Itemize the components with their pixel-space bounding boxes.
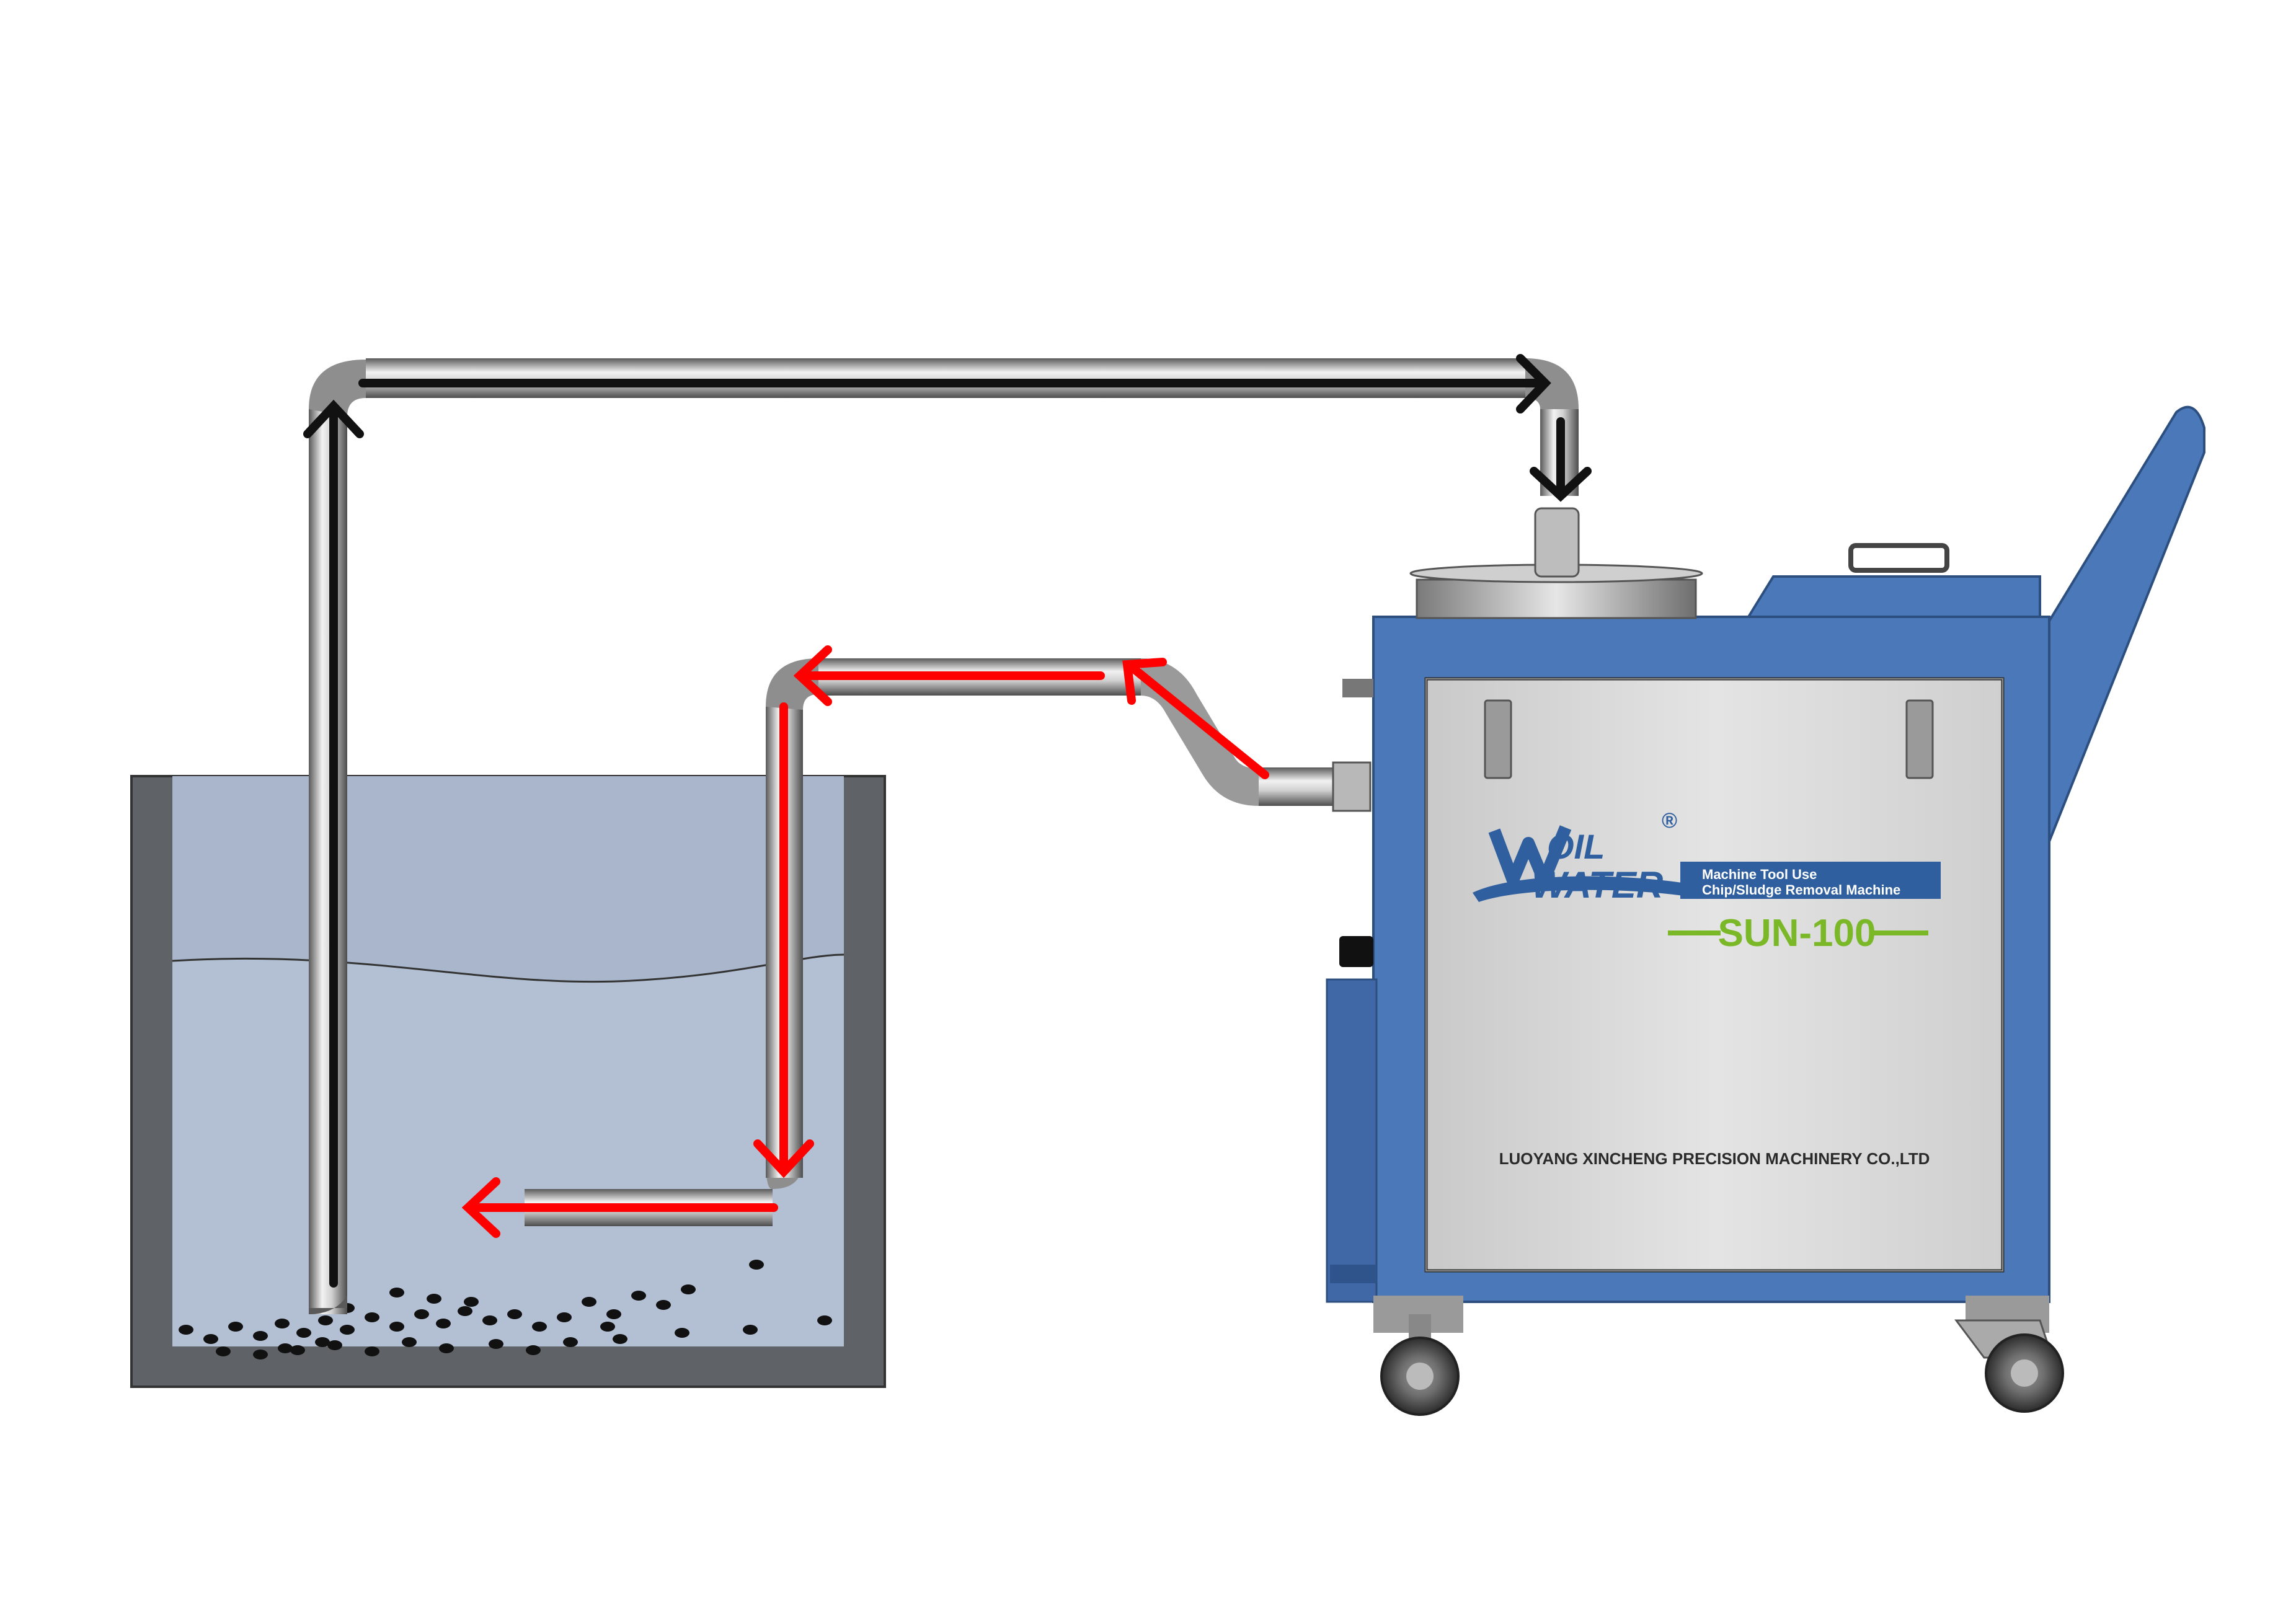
manufacturer-name: LUOYANG XINCHENG PRECISION MACHINERY CO.… bbox=[1499, 1149, 1930, 1168]
chip-particle-icon bbox=[482, 1315, 497, 1325]
suction-pipe bbox=[309, 358, 1579, 1314]
chip-particle-icon bbox=[436, 1319, 451, 1328]
chip-particle-icon bbox=[458, 1306, 472, 1316]
chip-particle-icon bbox=[315, 1337, 330, 1347]
caster-wheel bbox=[1380, 1314, 1460, 1416]
chip-particle-icon bbox=[439, 1343, 454, 1353]
chip-particle-icon bbox=[179, 1260, 832, 1359]
chip-particle-icon bbox=[743, 1325, 758, 1335]
chip-particle-icon bbox=[563, 1337, 578, 1347]
chip-particle-icon bbox=[216, 1346, 231, 1356]
chip-particle-icon bbox=[290, 1345, 305, 1355]
chip-particle-icon bbox=[600, 1322, 615, 1332]
chip-particle-icon bbox=[507, 1309, 522, 1319]
chip-particle-icon bbox=[582, 1297, 596, 1307]
removal-machine bbox=[1326, 405, 2205, 1416]
panel-latch bbox=[1484, 699, 1512, 779]
chip-particle-icon bbox=[606, 1309, 621, 1319]
chip-particle-icon bbox=[613, 1334, 627, 1344]
chip-particle-icon bbox=[278, 1343, 293, 1353]
tagline-bar: Machine Tool Use Chip/Sludge Removal Mac… bbox=[1680, 862, 1941, 899]
registered-mark: ® bbox=[1662, 809, 1677, 833]
chip-particle-icon bbox=[318, 1315, 333, 1325]
suction-flow-arrows bbox=[303, 354, 1592, 1288]
logo-bottom-text: WATER bbox=[1531, 864, 1663, 906]
return-flow-arrows bbox=[461, 645, 1269, 1238]
chip-particle-icon bbox=[179, 1325, 193, 1335]
chip-particle-icon bbox=[427, 1294, 441, 1304]
chip-particle-icon bbox=[340, 1325, 355, 1335]
logo-swoosh-icon bbox=[1473, 876, 1687, 902]
chip-particle-icon bbox=[749, 1260, 764, 1270]
chip-particle-icon bbox=[275, 1319, 290, 1328]
chip-particle-icon bbox=[389, 1288, 404, 1297]
chip-particle-icon bbox=[365, 1312, 379, 1322]
lid-handle bbox=[1848, 543, 1949, 573]
panel-latch bbox=[1905, 699, 1934, 779]
chip-particle-icon bbox=[557, 1312, 572, 1322]
model-label: SUN-100 bbox=[1668, 912, 1928, 955]
coolant-surface bbox=[172, 955, 844, 1346]
chip-particle-icon bbox=[296, 1328, 311, 1338]
chip-particle-icon bbox=[253, 1331, 268, 1341]
chip-particle-icon bbox=[327, 1340, 342, 1350]
chip-particle-icon bbox=[489, 1339, 503, 1349]
chip-particle-icon bbox=[228, 1322, 243, 1332]
brand-logo: OIL WATER ® bbox=[1473, 809, 1687, 906]
chip-particle-icon bbox=[817, 1315, 832, 1325]
chip-particle-icon bbox=[253, 1350, 268, 1359]
chip-particle-icon bbox=[203, 1334, 218, 1344]
chip-particle-icon bbox=[464, 1297, 479, 1307]
chip-particle-icon bbox=[532, 1322, 547, 1332]
chip-particle-icon bbox=[402, 1337, 417, 1347]
caster-wheel bbox=[1954, 1319, 2064, 1413]
chip-particle-icon bbox=[365, 1346, 379, 1356]
logo-top-text: OIL bbox=[1547, 827, 1605, 866]
chip-particle-icon bbox=[526, 1345, 541, 1355]
tagline-line1: Machine Tool Use bbox=[1702, 867, 1817, 882]
red-arrow-icon bbox=[1130, 665, 1269, 779]
chip-particle-icon bbox=[631, 1291, 646, 1301]
chip-particle-icon bbox=[656, 1300, 671, 1310]
chip-particle-icon bbox=[389, 1322, 404, 1332]
chip-particle-icon bbox=[414, 1309, 429, 1319]
chip-particle-icon bbox=[675, 1328, 689, 1338]
model-name: SUN-100 bbox=[1718, 912, 1876, 955]
chip-particle-icon bbox=[681, 1284, 696, 1294]
tagline-line2: Chip/Sludge Removal Machine bbox=[1702, 882, 1900, 898]
